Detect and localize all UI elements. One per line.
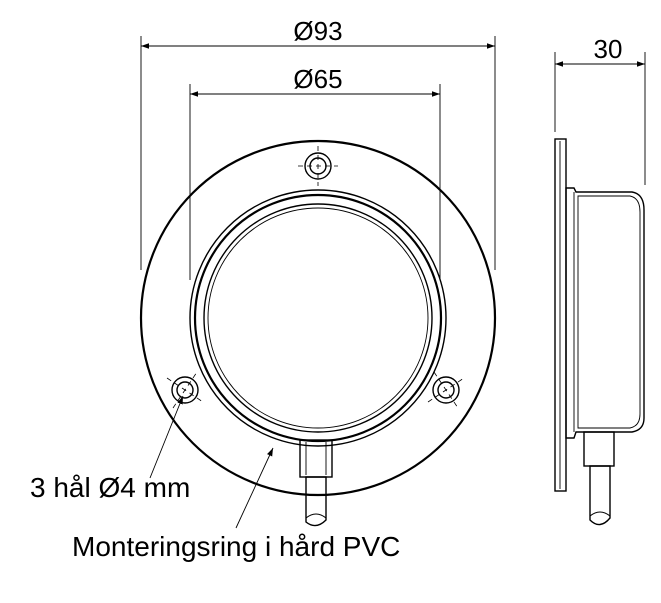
mounting-hole-right [427,371,465,409]
side-view [554,52,646,526]
dim-outer-diameter: Ø93 [293,16,342,46]
lens-inner [207,207,429,429]
leader-ring [235,447,274,529]
side-housing [565,187,645,439]
note-holes: 3 hål Ø4 mm [30,472,190,503]
front-view [139,36,497,529]
dim-depth: 30 [594,34,623,64]
leader-holes [149,395,184,479]
note-ring: Monteringsring i hård PVC [72,531,400,562]
side-flange [554,138,567,492]
lens-outer [203,203,433,433]
mounting-hole-left [166,371,204,409]
mounting-hole-top [298,146,338,186]
lamp-bezel [193,193,443,443]
lamp-body-outer [189,189,447,447]
cable-gland [299,439,333,527]
mounting-ring-outer [139,139,497,497]
dim-inner-diameter: Ø65 [293,64,342,94]
